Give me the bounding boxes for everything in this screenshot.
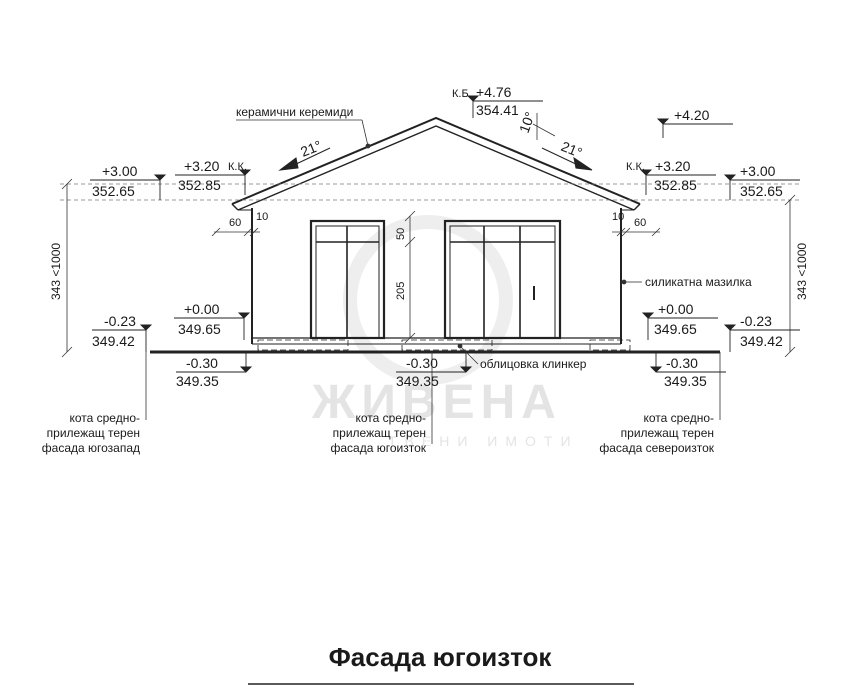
eaves-right-rel: +3.20 xyxy=(655,158,691,174)
ground-right-marker xyxy=(723,324,800,352)
roof-angle-marker xyxy=(532,113,556,140)
window-right xyxy=(443,219,562,340)
ridge-tag: К.Б. xyxy=(452,88,472,100)
note-mid-line-3: фасада югоизток xyxy=(330,441,426,455)
note-right-line-3: фасада североизток xyxy=(599,441,714,455)
note-left-line-3: фасада югозапад xyxy=(42,441,140,455)
eaves-left-marker xyxy=(175,169,252,195)
note-right-line-1: кота средно- xyxy=(643,411,714,425)
terrain-right-marker xyxy=(649,352,726,373)
overhang-left-b: 10 xyxy=(256,211,268,223)
terrain-left-rel: -0.30 xyxy=(186,355,218,371)
ridge-rel: +4.76 xyxy=(476,84,512,100)
floor-right-abs: 349.65 xyxy=(654,321,697,337)
eaves-left-tag: К.К. xyxy=(228,161,247,173)
ridge-abs: 354.41 xyxy=(476,102,519,118)
watermark-name: ЖИВЕНА xyxy=(311,376,562,429)
wall-top-right-rel: +3.00 xyxy=(740,163,776,179)
material-leaders xyxy=(236,119,642,365)
overhang-right-a: 10 xyxy=(612,211,624,223)
right-top-rel: +4.20 xyxy=(674,107,710,123)
slope-arrows xyxy=(278,147,593,171)
terrain-mid-marker xyxy=(396,352,473,373)
wall xyxy=(251,208,622,344)
eaves-right-marker xyxy=(639,169,716,195)
overhang-dims xyxy=(211,227,661,237)
note-left-line-1: кота средно- xyxy=(69,411,140,425)
terrain-left-marker xyxy=(176,352,253,373)
vertical-dim-right-label: 343 <1000 xyxy=(795,243,809,300)
floor-right-marker xyxy=(641,312,718,340)
wall-top-left-marker xyxy=(90,174,167,200)
overhang-left-a: 60 xyxy=(229,217,241,229)
window-height-dim: 205 xyxy=(395,282,407,300)
vertical-dim-left xyxy=(61,178,73,358)
terrain-left-abs: 349.35 xyxy=(176,373,219,389)
roof-material-label: керамични керемиди xyxy=(236,105,353,119)
vertical-dim-right xyxy=(784,194,796,358)
roof-slope-right: 21° xyxy=(559,138,585,161)
ground-right-abs: 349.42 xyxy=(740,333,783,349)
ground-left-abs: 349.42 xyxy=(92,333,135,349)
ridge-marker xyxy=(466,95,543,118)
plinth xyxy=(150,337,720,354)
floor-right-rel: +0.00 xyxy=(658,301,694,317)
wall-material-label: силикатна мазилка xyxy=(645,275,752,289)
window-lintel-dim: 50 xyxy=(395,228,407,240)
eaves-left-abs: 352.85 xyxy=(178,177,221,193)
wall-top-left-rel: +3.00 xyxy=(102,163,138,179)
right-top-marker xyxy=(656,118,733,138)
note-mid-line-1: кота средно- xyxy=(355,411,426,425)
floor-left-marker xyxy=(174,312,251,340)
terrain-right-rel: -0.30 xyxy=(666,355,698,371)
ground-left-marker xyxy=(92,324,153,352)
wall-top-right-marker xyxy=(723,174,800,200)
roof-slope-left: 21° xyxy=(298,137,324,160)
note-leaders xyxy=(145,352,721,444)
watermark-subtitle: ТВЕНИ ИМОТИ xyxy=(388,433,579,449)
floor-left-abs: 349.65 xyxy=(178,321,221,337)
wall-top-left-abs: 352.65 xyxy=(92,183,135,199)
eaves-right-tag: К.К. xyxy=(626,161,645,173)
note-right-line-2: прилежащ терен xyxy=(621,426,714,440)
ground-right-rel: -0.23 xyxy=(740,313,772,329)
wall-top-right-abs: 352.65 xyxy=(740,183,783,199)
roof xyxy=(231,116,641,211)
note-left-line-2: прилежащ терен xyxy=(47,426,140,440)
drawing-title: Фасада югоизток xyxy=(329,642,553,672)
floor-left-rel: +0.00 xyxy=(184,301,220,317)
window-dim-lines xyxy=(404,210,416,344)
note-mid-line-2: прилежащ терен xyxy=(333,426,426,440)
ground-left-rel: -0.23 xyxy=(104,313,136,329)
roof-angle-small: 10° xyxy=(516,110,538,135)
plinth-material-label: облицовка клинкер xyxy=(480,357,587,371)
overhang-right-b: 60 xyxy=(634,217,646,229)
guide-lines xyxy=(60,183,800,201)
terrain-mid-rel: -0.30 xyxy=(406,355,438,371)
watermark: ЖИВЕНА ТВЕНИ ИМОТИ xyxy=(311,215,579,449)
terrain-mid-abs: 349.35 xyxy=(396,373,439,389)
eaves-right-abs: 352.85 xyxy=(654,177,697,193)
terrain-right-abs: 349.35 xyxy=(664,373,707,389)
eaves-left-rel: +3.20 xyxy=(184,158,220,174)
vertical-dim-left-label: 343 <1000 xyxy=(49,243,63,300)
